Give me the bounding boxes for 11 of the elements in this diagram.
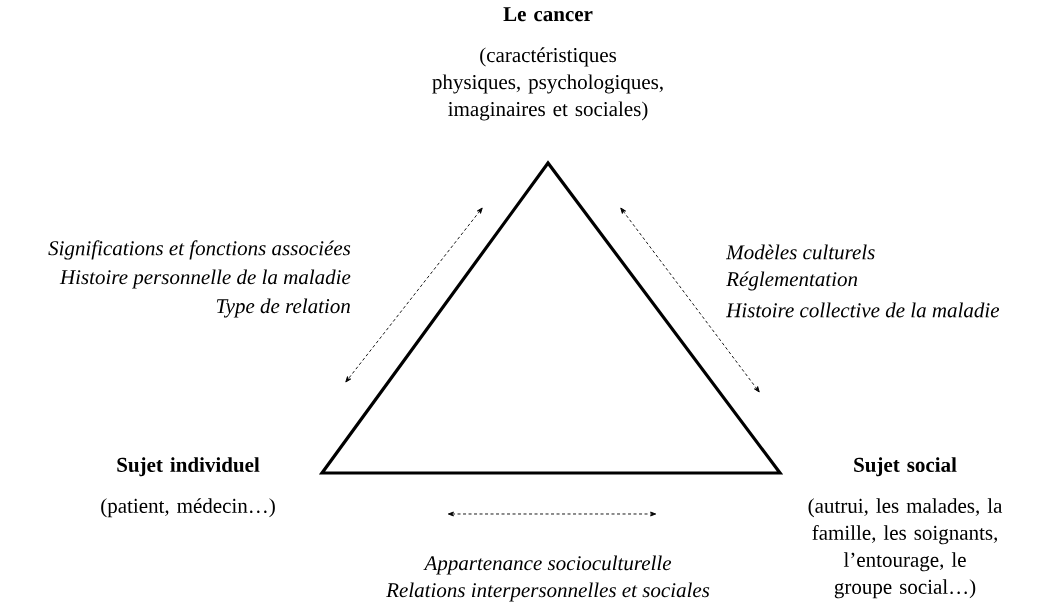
relation-label: Significations et fonctions associées [48, 240, 351, 260]
relation-label: Appartenance socioculturelle [423, 555, 672, 575]
relation-label: Histoire personnelle de la maladie [59, 269, 351, 289]
relation-label: Réglementation [726, 271, 858, 291]
relation-label: Relations interpersonnelles et sociales [386, 582, 710, 602]
concept-text: Le cancer (caractéristiques physiques, psychologiques, imaginaires et sociales) [432, 7, 663, 121]
concept-text: Sujet individuel (patient, médecin…) [101, 457, 275, 518]
relation-label: Histoire collective de la maladie [726, 302, 1000, 318]
relation-label: Type de relation [216, 298, 350, 318]
concept-text: Sujet social (autrui, les malades, la famille, les soignants, l’entourage, le groupe social…) [808, 457, 1003, 599]
relation-label: Modèles culturels [725, 244, 875, 260]
